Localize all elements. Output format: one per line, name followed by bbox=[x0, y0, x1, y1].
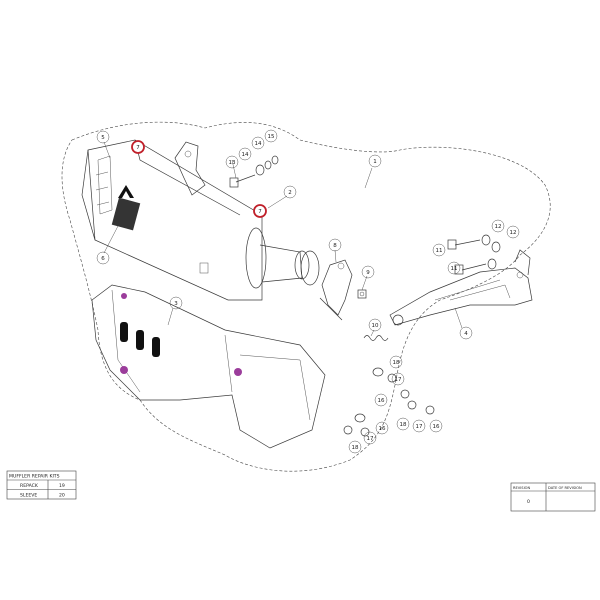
svg-text:18: 18 bbox=[400, 422, 407, 428]
callout-17-a: 17 bbox=[391, 372, 405, 386]
svg-text:3: 3 bbox=[174, 301, 178, 307]
svg-text:7: 7 bbox=[258, 209, 262, 215]
svg-text:9: 9 bbox=[366, 270, 370, 276]
callout-8: 8 bbox=[328, 238, 342, 252]
svg-text:16: 16 bbox=[379, 426, 386, 432]
revision-header: REVISION bbox=[513, 486, 530, 490]
callout-3: 3 bbox=[169, 296, 183, 310]
callout-17-c: 17 bbox=[363, 431, 377, 445]
callout-14-a: 14 bbox=[238, 147, 252, 161]
svg-text:16: 16 bbox=[378, 398, 385, 404]
svg-text:18: 18 bbox=[352, 445, 359, 451]
clamp-bracket bbox=[319, 259, 353, 321]
callout-12-a: 12 bbox=[491, 219, 505, 233]
callout-18-b: 18 bbox=[396, 417, 410, 431]
repair-row-value: 20 bbox=[59, 493, 65, 499]
svg-text:14: 14 bbox=[242, 152, 249, 158]
svg-text:8: 8 bbox=[333, 243, 337, 249]
muffler-body bbox=[81, 139, 320, 301]
callout-4: 4 bbox=[459, 326, 473, 340]
svg-text:4: 4 bbox=[464, 331, 468, 337]
revision-date-header: DATE OF REVISION bbox=[548, 486, 582, 490]
callout-7-mid: 7 bbox=[253, 204, 267, 218]
svg-text:12: 12 bbox=[495, 224, 502, 230]
repair-row-label: REPACK bbox=[20, 483, 39, 489]
callout-16-a: 16 bbox=[374, 393, 388, 407]
callout-10: 10 bbox=[368, 318, 382, 332]
svg-text:11: 11 bbox=[436, 248, 443, 254]
callout-17-b: 17 bbox=[412, 419, 426, 433]
svg-text:17: 17 bbox=[416, 424, 423, 430]
leader-lines bbox=[103, 141, 463, 337]
callout-7-top: 7 bbox=[131, 140, 145, 154]
bolt-11-12-set bbox=[447, 234, 501, 275]
svg-text:2: 2 bbox=[288, 190, 292, 196]
callout-1: 1 bbox=[368, 154, 382, 168]
callout-11-b: 11 bbox=[447, 261, 461, 275]
svg-text:7: 7 bbox=[136, 145, 140, 151]
akrapovic-logo bbox=[118, 185, 134, 198]
callout-13: 13 bbox=[225, 155, 239, 169]
revision-value: 0 bbox=[527, 499, 530, 505]
svg-text:5: 5 bbox=[101, 135, 105, 141]
callout-16-c: 16 bbox=[375, 421, 389, 435]
svg-text:13: 13 bbox=[229, 160, 236, 166]
svg-text:6: 6 bbox=[101, 256, 105, 262]
spring-10 bbox=[363, 335, 389, 341]
callout-18-c: 18 bbox=[348, 440, 362, 454]
svg-text:1: 1 bbox=[373, 159, 377, 165]
heat-shield bbox=[91, 284, 326, 449]
callout-5: 5 bbox=[96, 130, 110, 144]
svg-text:14: 14 bbox=[255, 141, 262, 147]
svg-text:15: 15 bbox=[268, 134, 275, 140]
callout-16-b: 16 bbox=[429, 419, 443, 433]
hanger-bracket bbox=[174, 141, 206, 196]
repair-row-label: SLEEVE bbox=[20, 493, 37, 499]
callout-2: 2 bbox=[283, 185, 297, 199]
callout-18-a: 18 bbox=[389, 355, 403, 369]
callout-14-b: 14 bbox=[251, 136, 265, 150]
callout-11-a: 11 bbox=[432, 243, 446, 257]
repair-table-title: MUFFLER REPAIR KITS bbox=[9, 474, 60, 480]
callout-15: 15 bbox=[264, 129, 278, 143]
callout-9: 9 bbox=[361, 265, 375, 279]
callout-12-b: 12 bbox=[506, 225, 520, 239]
bolt-13-15-set bbox=[229, 155, 279, 188]
svg-text:16: 16 bbox=[433, 424, 440, 430]
repair-row-value: 19 bbox=[59, 483, 65, 489]
svg-text:10: 10 bbox=[372, 323, 379, 329]
fastener-set-16-18 bbox=[343, 367, 435, 437]
assembly-outline bbox=[61, 121, 551, 472]
svg-text:17: 17 bbox=[395, 377, 402, 383]
callouts: 1 2 3 4 5 6 7 7 8 9 10 11 11 12 12 13 14… bbox=[96, 129, 520, 454]
svg-text:17: 17 bbox=[367, 436, 374, 442]
heel-plate bbox=[389, 249, 533, 326]
svg-text:11: 11 bbox=[451, 266, 458, 272]
nut-9 bbox=[357, 289, 367, 299]
svg-text:12: 12 bbox=[510, 230, 517, 236]
revision-table: REVISION DATE OF REVISION 0 bbox=[510, 482, 596, 512]
callout-6: 6 bbox=[96, 251, 110, 265]
repair-kit-table: MUFFLER REPAIR KITS REPACK 19 SLEEVE 20 bbox=[6, 470, 77, 500]
svg-text:18: 18 bbox=[393, 360, 400, 366]
